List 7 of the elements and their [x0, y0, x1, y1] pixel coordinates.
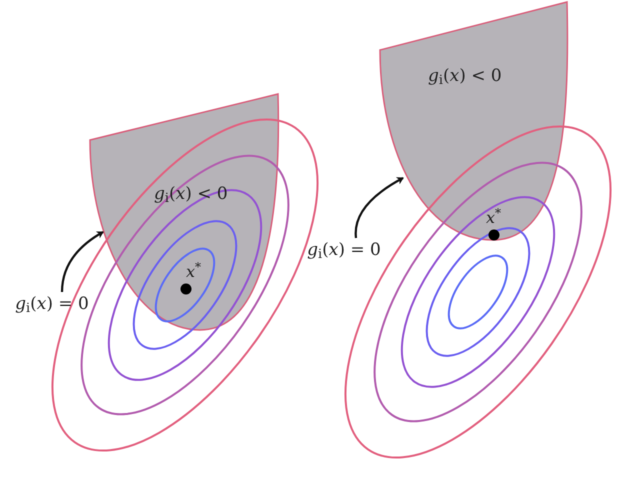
optimum-label: x$^{*}$ — [486, 208, 502, 227]
leader-arrow — [60, 231, 104, 292]
boundary-label: g$_{i}$(x) = 0 — [307, 239, 381, 264]
region-label: g$_{i}$(x) < 0 — [428, 65, 502, 90]
optimum-label: x$^{*}$ — [186, 262, 202, 281]
boundary-label: g$_{i}$(x) = 0 — [15, 293, 89, 318]
leader-arrow — [354, 177, 404, 238]
